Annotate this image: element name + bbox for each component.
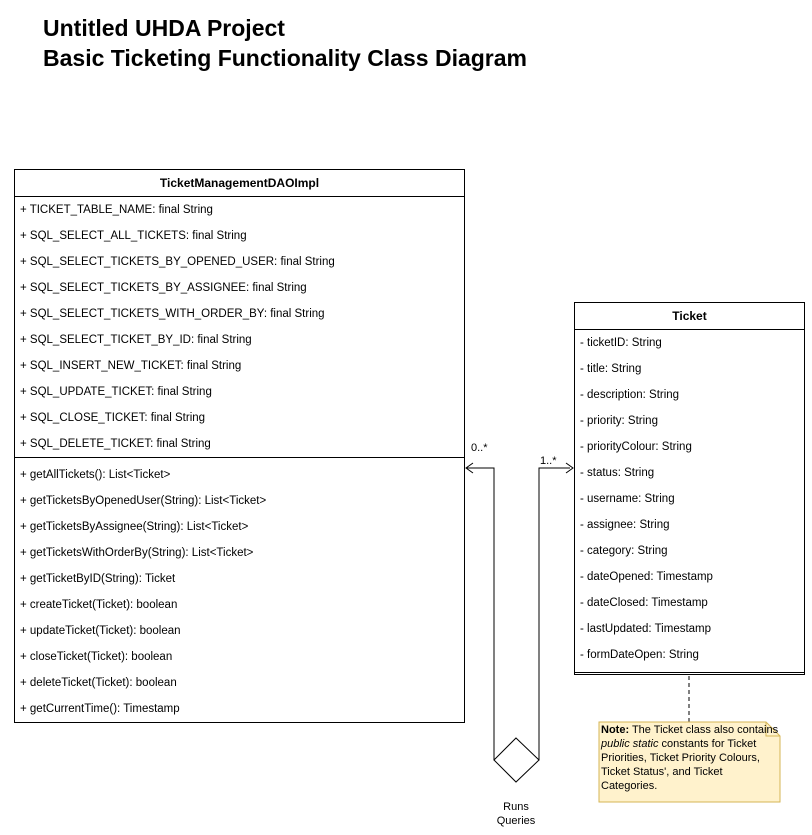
diagram-title-line2: Basic Ticketing Functionality Class Diag… (43, 45, 527, 71)
ticket-attribute: - description: String (580, 389, 680, 401)
dao-methods: + getAllTickets(): List<Ticket> + getTic… (15, 462, 464, 722)
dao-method: + createTicket(Ticket): boolean (20, 599, 178, 611)
association-label-line2: Queries (496, 815, 536, 827)
arrowhead-ticket-end (565, 462, 574, 474)
arrowhead-dao-end (465, 462, 474, 474)
dao-attributes: + TICKET_TABLE_NAME: final String + SQL_… (15, 197, 464, 457)
dao-method: + getAllTickets(): List<Ticket> (20, 469, 171, 481)
ticket-attribute: - ticketID: String (580, 337, 662, 349)
ticket-attribute: - dateClosed: Timestamp (580, 597, 708, 609)
ticket-attribute: - assignee: String (580, 519, 670, 531)
dao-attribute: + SQL_SELECT_ALL_TICKETS: final String (20, 230, 247, 242)
ticket-attribute: - username: String (580, 493, 675, 505)
note-bold: Note: (601, 724, 630, 736)
note-fold (765, 722, 780, 737)
ticket-attribute: - lastUpdated: Timestamp (580, 623, 712, 635)
dao-method: + getTicketsByAssignee(String): List<Tic… (20, 521, 249, 533)
ticket-attribute: - category: String (580, 545, 668, 557)
dao-class-box[interactable]: TicketManagementDAOImpl + TICKET_TABLE_N… (14, 169, 465, 723)
ticket-attribute: - priorityColour: String (580, 441, 692, 453)
ticket-compartment-divider (575, 672, 804, 673)
ticket-attribute: - dateOpened: Timestamp (580, 571, 713, 583)
dao-attribute: + SQL_DELETE_TICKET: final String (20, 438, 211, 450)
association-label: Runs Queries (486, 800, 546, 828)
dao-attribute: + SQL_SELECT_TICKETS_BY_OPENED_USER: fin… (20, 256, 335, 268)
note-italic: public static (601, 738, 659, 750)
dao-method: + getTicketsByOpenedUser(String): List<T… (20, 495, 267, 507)
ticket-attribute: - status: String (580, 467, 655, 479)
association-diamond[interactable] (493, 737, 540, 783)
note-text: Note: The Ticket class also contains pub… (601, 723, 779, 793)
association-label-line1: Runs (503, 801, 529, 813)
ticket-attribute: - priority: String (580, 415, 658, 427)
dao-method: + deleteTicket(Ticket): boolean (20, 677, 177, 689)
multiplicity-ticket-label: 1..* (540, 455, 557, 467)
ticket-class-name: Ticket (575, 303, 804, 330)
dao-method: + getCurrentTime(): Timestamp (20, 703, 180, 715)
dao-method: + getTicketByID(String): Ticket (20, 573, 176, 585)
note-shape[interactable] (598, 721, 781, 803)
dao-method: + updateTicket(Ticket): boolean (20, 625, 181, 637)
note-text-after: constants for Ticket Priorities, Ticket … (601, 738, 760, 792)
association-line[interactable] (467, 467, 570, 761)
ticket-attributes: - ticketID: String - title: String - des… (575, 330, 804, 668)
dao-attribute: + SQL_CLOSE_TICKET: final String (20, 412, 206, 424)
dao-attribute: + SQL_SELECT_TICKETS_BY_ASSIGNEE: final … (20, 282, 307, 294)
diagram-title-line1: Untitled UHDA Project (43, 15, 285, 41)
dao-attribute: + SQL_INSERT_NEW_TICKET: final String (20, 360, 242, 372)
dao-compartment-divider (15, 457, 464, 462)
dao-attribute: + TICKET_TABLE_NAME: final String (20, 204, 213, 216)
dao-attribute: + SQL_UPDATE_TICKET: final String (20, 386, 212, 398)
dao-attribute: + SQL_SELECT_TICKETS_WITH_ORDER_BY: fina… (20, 308, 325, 320)
ticket-attribute: - formDateOpen: String (580, 649, 699, 661)
multiplicity-dao-label: 0..* (471, 442, 488, 454)
dao-attribute: + SQL_SELECT_TICKET_BY_ID: final String (20, 334, 252, 346)
ticket-attribute: - title: String (580, 363, 642, 375)
dao-method: + closeTicket(Ticket): boolean (20, 651, 173, 663)
dao-class-name: TicketManagementDAOImpl (15, 170, 464, 197)
dao-method: + getTicketsWithOrderBy(String): List<Ti… (20, 547, 254, 559)
ticket-class-box[interactable]: Ticket - ticketID: String - title: Strin… (574, 302, 805, 675)
note-text-before: The Ticket class also contains (629, 724, 779, 736)
